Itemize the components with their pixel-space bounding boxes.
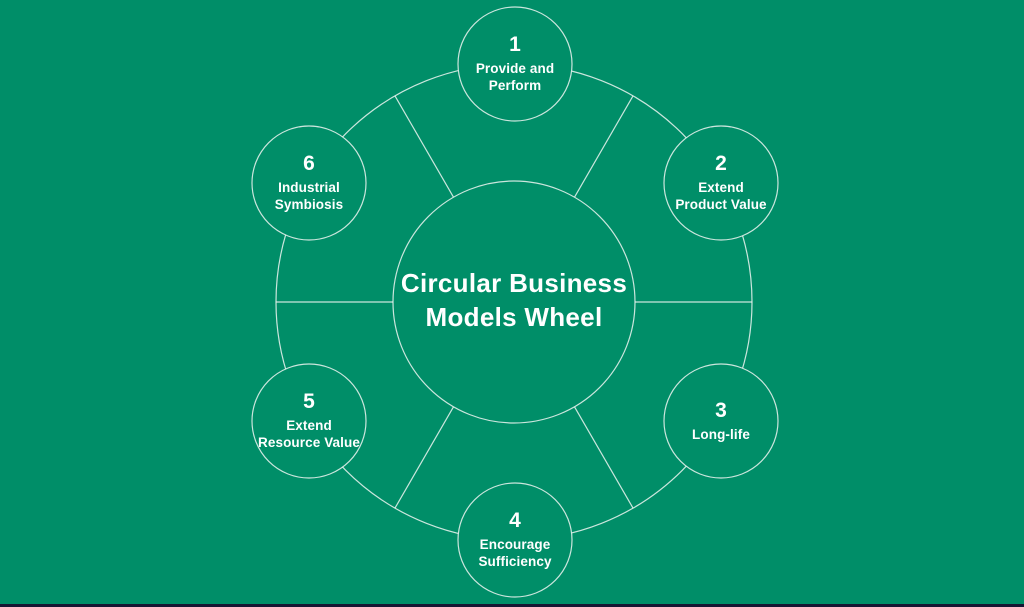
node-label: Extend Resource Value — [258, 418, 360, 451]
spoke-upper-left — [394, 95, 455, 198]
node-long-life: 3 Long-life — [660, 399, 782, 443]
node-extend-product-value: 2 Extend Product Value — [660, 152, 782, 214]
node-circle-1 — [457, 6, 573, 122]
sector-spokes — [276, 95, 752, 509]
wheel-title: Circular Business Models Wheel — [400, 268, 628, 332]
node-label: Industrial Symbiosis — [274, 180, 344, 213]
node-label: Extend Product Value — [675, 180, 767, 213]
spoke-upper-right — [573, 95, 634, 198]
node-number: 4 — [509, 509, 521, 533]
spoke-lower-right — [573, 406, 634, 509]
node-number: 5 — [303, 390, 315, 414]
node-industrial-symbiosis: 6 Industrial Symbiosis — [248, 152, 370, 214]
bottom-edge-bar — [0, 604, 1024, 607]
node-number: 3 — [715, 398, 727, 422]
hub-circle — [392, 180, 636, 424]
node-extend-resource-value: 5 Extend Resource Value — [248, 390, 370, 452]
node-provide-and-perform: 1 Provide and Perform — [454, 33, 576, 95]
node-circle-5 — [251, 363, 367, 479]
node-label: Provide and Perform — [475, 61, 555, 94]
node-label: Encourage Sufficiency — [478, 537, 552, 570]
node-circle-2 — [663, 125, 779, 241]
node-circle-3 — [663, 363, 779, 479]
node-number: 6 — [303, 152, 315, 176]
node-encourage-sufficiency: 4 Encourage Sufficiency — [454, 509, 576, 571]
node-circle-4 — [457, 482, 573, 598]
spoke-lower-left — [394, 406, 455, 509]
node-number: 2 — [715, 152, 727, 176]
node-number: 1 — [509, 33, 521, 57]
node-circle-6 — [251, 125, 367, 241]
node-label: Long-life — [692, 426, 750, 442]
